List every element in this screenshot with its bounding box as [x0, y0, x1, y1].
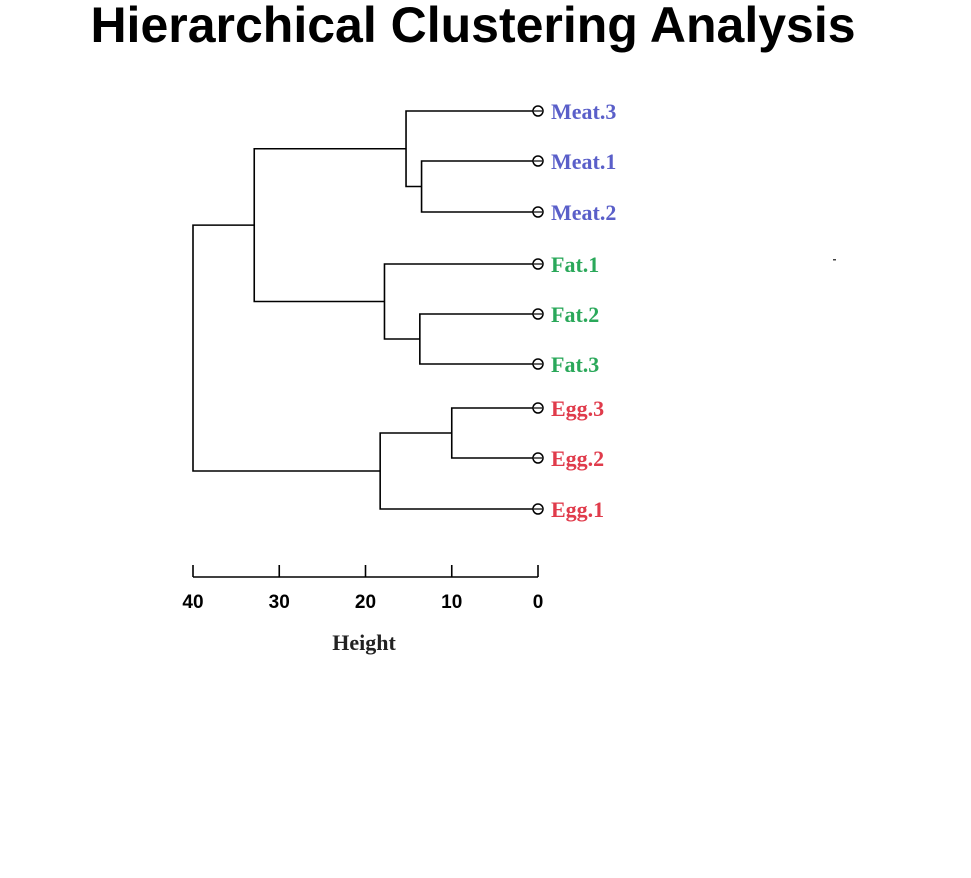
dendrogram-links — [192, 110, 538, 510]
leaf-label-Fat.2: Fat.2 — [551, 302, 599, 327]
link-m6 — [450, 407, 538, 459]
link-m2 — [405, 110, 538, 188]
chart-title: Hierarchical Clustering Analysis — [90, 0, 855, 53]
x-axis: 40 30 20 10 0 — [182, 565, 543, 613]
x-tick-label-20: 20 — [355, 592, 376, 613]
leaf-label-Egg.1: Egg.1 — [551, 497, 604, 522]
leaf-label-Meat.3: Meat.3 — [551, 99, 616, 124]
stray-mark — [833, 259, 836, 261]
link-m5 — [253, 147, 407, 303]
x-tick-label-0: 0 — [533, 592, 544, 613]
x-tick-label-10: 10 — [441, 592, 462, 613]
link-m7 — [379, 432, 538, 510]
dendrogram-leaves: Meat.3Meat.1Meat.2Fat.1Fat.2Fat.3Egg.3Eg… — [532, 99, 616, 522]
link-m4 — [383, 263, 538, 340]
x-tick-label-30: 30 — [269, 592, 290, 613]
link-m8 — [192, 224, 381, 472]
x-axis-title: Height — [332, 630, 396, 655]
link-m3 — [419, 313, 538, 365]
leaf-label-Meat.1: Meat.1 — [551, 149, 616, 174]
x-tick-label-40: 40 — [182, 592, 203, 613]
leaf-label-Fat.1: Fat.1 — [551, 252, 599, 277]
leaf-label-Fat.3: Fat.3 — [551, 352, 599, 377]
leaf-label-Meat.2: Meat.2 — [551, 200, 616, 225]
leaf-label-Egg.3: Egg.3 — [551, 396, 604, 421]
link-m1 — [420, 160, 538, 213]
leaf-label-Egg.2: Egg.2 — [551, 446, 604, 471]
